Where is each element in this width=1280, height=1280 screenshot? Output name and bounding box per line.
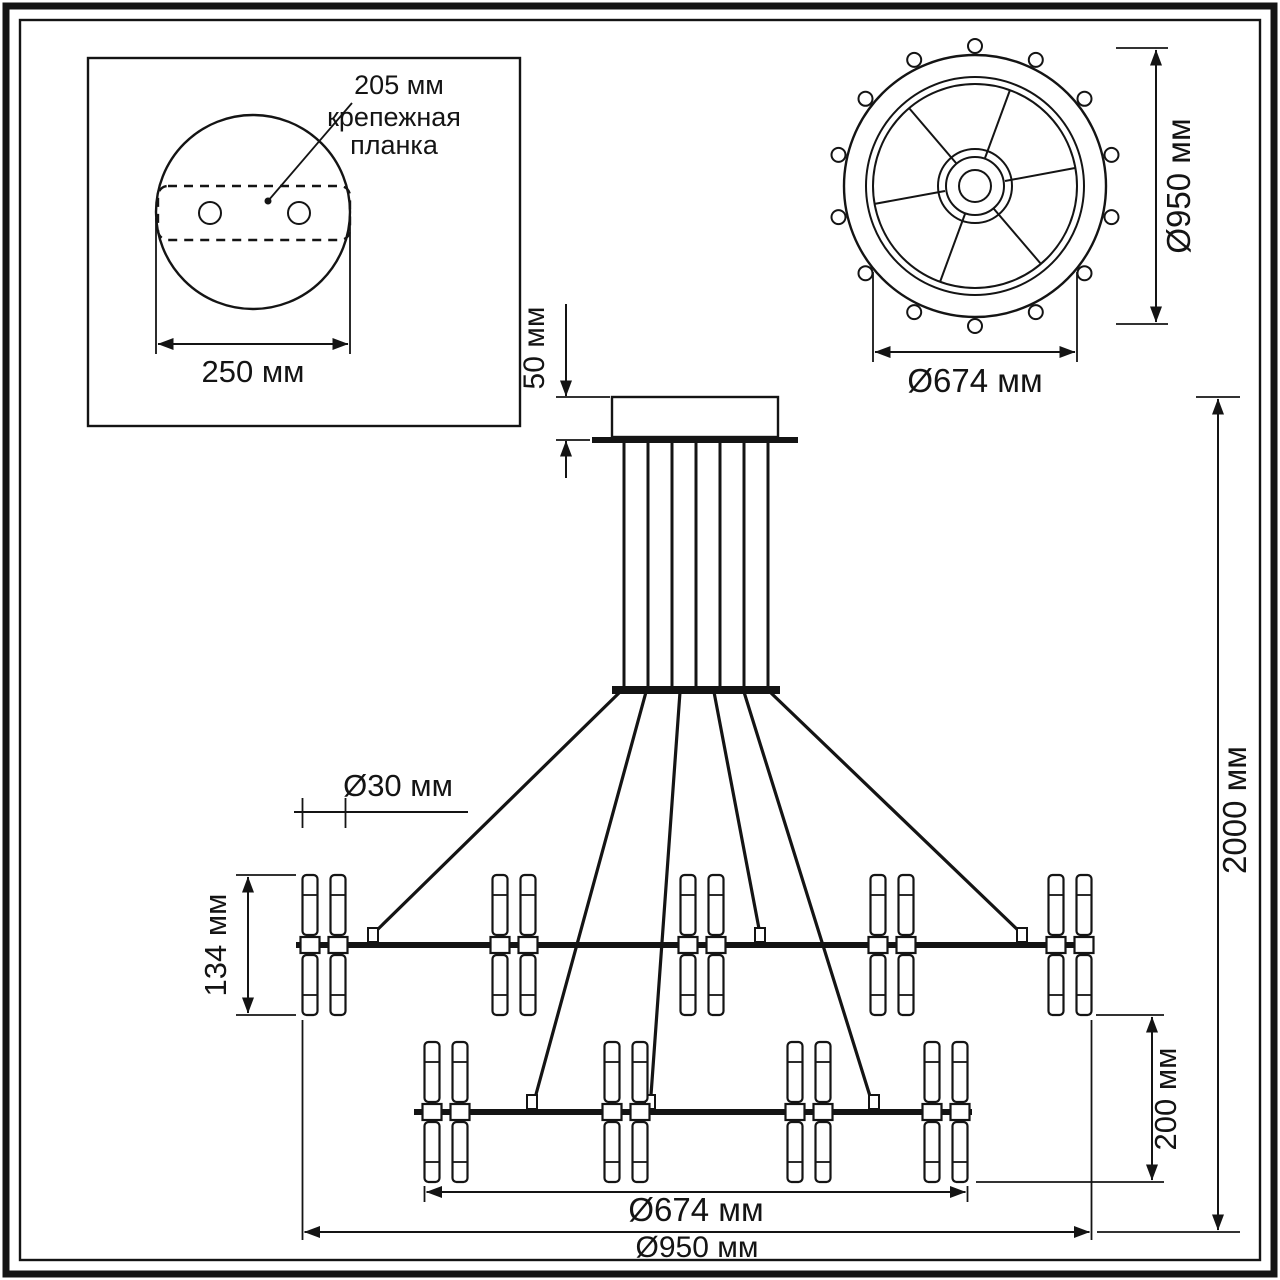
spoke <box>939 213 966 283</box>
detail-box-border <box>86 56 522 428</box>
dim-674-bottom-label: Ø674 мм <box>628 1191 763 1228</box>
dim-950-top-label: Ø950 мм <box>1160 118 1197 253</box>
inner-frame <box>18 18 1262 1262</box>
top-view: Ø950 мм Ø674 мм <box>830 38 1197 399</box>
dim-2000-label: 2000 мм <box>1216 746 1253 874</box>
upper-ring <box>296 873 1095 1017</box>
leader-line <box>267 102 353 202</box>
arm-foot <box>754 927 766 943</box>
lamp <box>489 873 511 1017</box>
lamp-circle <box>1027 51 1044 68</box>
lamp-circle <box>967 38 983 54</box>
lamp <box>601 1040 623 1184</box>
lamp-circle <box>830 146 847 163</box>
lower-ring <box>414 1040 972 1184</box>
lamp <box>812 1040 834 1184</box>
inner-ring-inner <box>872 83 1078 289</box>
dim-lower-lamp-height: 200 мм <box>976 1014 1183 1183</box>
hub-circle-outer <box>937 148 1013 224</box>
lamp-circle <box>1103 209 1120 226</box>
lamp <box>1073 873 1095 1017</box>
lamp <box>629 1040 651 1184</box>
arm <box>712 690 762 936</box>
side-view: 50 мм Ø30 мм 134 мм 200 мм Ø <box>198 304 1253 1264</box>
dim-outer-ring: Ø950 мм <box>301 1020 1093 1264</box>
mounting-plate-dashed <box>156 184 352 242</box>
lamp-circle <box>1076 265 1093 282</box>
lamp-circle <box>1076 90 1093 107</box>
spoke <box>1004 167 1076 182</box>
lamp <box>867 873 889 1017</box>
bracket-label-line2: планка <box>350 130 439 160</box>
arm <box>742 690 876 1111</box>
lamp <box>421 1040 443 1184</box>
canopy-flange <box>592 437 798 443</box>
mount-hole-right <box>287 201 311 225</box>
rod-cluster <box>622 443 770 687</box>
lamp <box>327 873 349 1017</box>
dim-50-label: 50 мм <box>518 307 551 390</box>
dim-upper-lamp-height: 134 мм <box>198 874 296 1016</box>
lamp-circle <box>1103 146 1120 163</box>
lamp <box>921 1040 943 1184</box>
lamp-circle <box>857 265 874 282</box>
spoke <box>993 208 1042 265</box>
mount-hole-left <box>198 201 222 225</box>
lamp-circle <box>906 51 923 68</box>
hub-circle-inner <box>958 169 992 203</box>
spoke <box>908 107 957 164</box>
lamp-circle <box>857 90 874 107</box>
lamp <box>517 873 539 1017</box>
lamp-circle <box>967 318 983 334</box>
lamp <box>299 873 321 1017</box>
arm-foot <box>526 1094 538 1110</box>
lamp <box>677 873 699 1017</box>
dim-total-height: 2000 мм <box>1097 396 1253 1233</box>
dim-200-label: 200 мм <box>1148 1048 1183 1151</box>
lamp <box>784 1040 806 1184</box>
arm <box>648 690 682 1111</box>
arm-foot <box>367 927 379 943</box>
dim-250-label: 250 мм <box>202 354 305 389</box>
dim-134-label: 134 мм <box>198 894 233 997</box>
arm <box>371 690 622 936</box>
dim-950-bottom-label: Ø950 мм <box>636 1231 759 1264</box>
mount-detail-view: 205 мм крепежная планка 250 мм <box>86 56 522 428</box>
dim-inner-ring: Ø674 мм <box>423 1186 969 1228</box>
arm-foot <box>868 1094 880 1110</box>
spoke <box>984 89 1011 159</box>
dim-674-top-label: Ø674 мм <box>907 362 1042 399</box>
lamp <box>705 873 727 1017</box>
hub-circle-mid <box>945 156 1005 216</box>
canopy-circle <box>154 113 352 311</box>
dim-205-label: 205 мм <box>354 70 444 100</box>
lamp-circle <box>1027 304 1044 321</box>
lamp-dots <box>830 38 1120 334</box>
dim-30-label: Ø30 мм <box>343 768 453 803</box>
arm-feet <box>367 927 1028 1110</box>
arm <box>768 690 1024 936</box>
dim-canopy-height: 50 мм <box>518 304 610 478</box>
lamp-circle <box>830 209 847 226</box>
lamp <box>949 1040 971 1184</box>
lamp <box>1045 873 1067 1017</box>
outer-ring-circle <box>842 53 1108 319</box>
suspension-arms <box>371 690 1024 1111</box>
dim-lamp-diameter: Ø30 мм <box>294 768 468 828</box>
spokes <box>873 89 1076 283</box>
arm <box>530 690 648 1111</box>
arm-foot <box>1016 927 1028 943</box>
bracket-label-line1: крепежная <box>327 102 461 132</box>
inner-ring-outer <box>865 76 1085 296</box>
lamp <box>449 1040 471 1184</box>
canopy-box <box>610 395 780 439</box>
canopy-assembly <box>592 395 798 694</box>
lamp-circle <box>906 304 923 321</box>
lamp <box>895 873 917 1017</box>
spoke <box>873 190 946 205</box>
